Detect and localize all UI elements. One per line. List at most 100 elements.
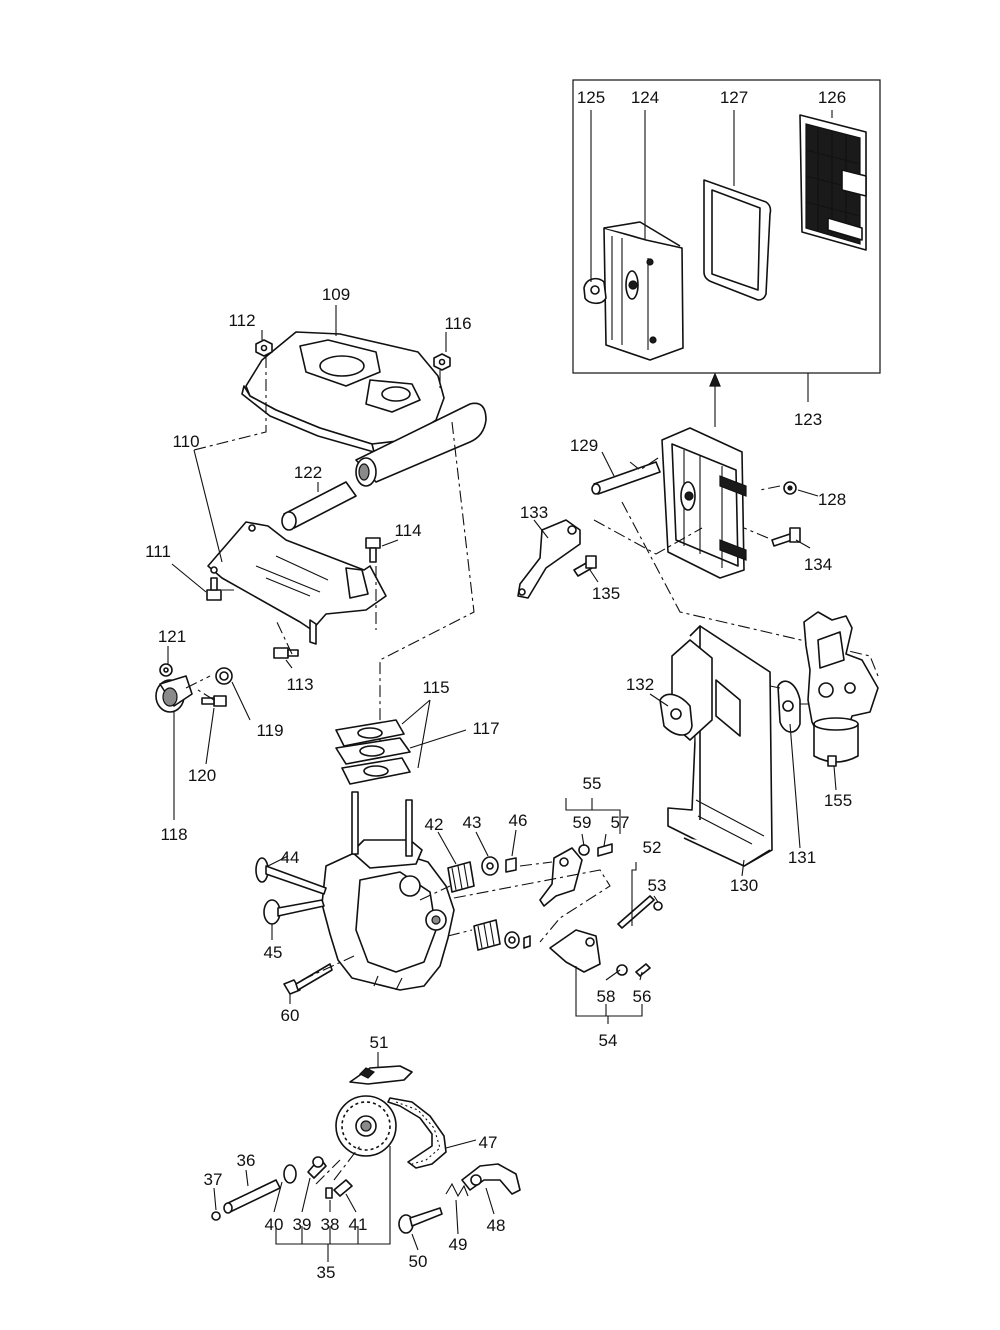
timing-chain-47 [387,1097,447,1169]
label-155: 155 [824,791,852,810]
bolt-50 [398,1207,443,1234]
spring-49 [445,1182,469,1198]
label-135: 135 [592,584,620,603]
valve-spring-upper [447,861,475,893]
label-44: 44 [281,848,300,867]
label-119: 119 [256,721,283,740]
label-48: 48 [487,1216,506,1235]
nut-128 [783,481,797,495]
heat-shield-110 [207,521,387,645]
label-49: 49 [449,1235,468,1254]
label-114: 114 [394,521,421,540]
gasket-115-upper [335,719,405,747]
chain-guide-51 [349,1065,413,1085]
carburetor-155 [803,611,879,767]
label-43: 43 [463,813,482,832]
label-55: 55 [583,774,602,793]
label-57: 57 [611,813,630,832]
nut-112 [255,339,273,357]
label-110: 110 [172,432,199,451]
ring-40 [283,1164,297,1184]
label-51: 51 [370,1033,389,1052]
label-109: 109 [322,285,350,304]
retainer-43 [481,856,520,949]
gasket-117 [335,737,411,765]
label-134: 134 [804,555,832,574]
spark-arrester-118 [155,675,193,713]
label-131: 131 [788,848,816,867]
label-41: 41 [349,1215,368,1234]
label-47: 47 [479,1133,498,1152]
label-129: 129 [570,436,598,455]
label-132: 132 [626,675,654,694]
bolt-60 [283,963,333,995]
label-125: 125 [577,88,605,107]
label-50: 50 [409,1252,428,1271]
label-112: 112 [228,311,255,330]
label-126: 126 [818,88,846,107]
bracket-133 [517,519,581,599]
filter-cover-126 [799,114,867,251]
label-36: 36 [237,1151,256,1170]
gasket-125 [583,277,607,305]
bolt-135 [573,555,597,577]
label-40: 40 [265,1215,284,1234]
gasket-131 [777,680,801,733]
label-123: 123 [794,410,822,429]
label-127: 127 [720,88,748,107]
label-113: 113 [286,675,313,694]
clip-53 [653,901,663,911]
label-133: 133 [520,503,548,522]
insulator-plate-130 [667,625,773,867]
bolt-134 [771,527,801,547]
gasket-119 [215,667,233,685]
bolt-120 [201,695,227,707]
pipe-122 [281,481,357,531]
bolt-113 [273,647,299,659]
label-117: 117 [472,719,499,738]
bolt-114 [365,537,381,563]
washer-37 [211,1211,221,1221]
label-38: 38 [321,1215,340,1234]
label-58: 58 [597,987,616,1006]
valve-spring-lower [473,919,501,951]
label-52: 52 [643,838,662,857]
spring-41 [333,1179,353,1197]
rocker-shaft-52 [617,895,655,929]
filter-element-127 [703,179,772,301]
nut-116 [433,353,451,371]
label-115: 115 [422,678,449,697]
air-filter-assembly [661,427,747,579]
label-120: 120 [188,766,216,785]
label-54: 54 [599,1031,618,1050]
air-filter-housing-124 [603,221,684,361]
label-116: 116 [444,314,471,333]
label-130: 130 [730,876,758,895]
label-39: 39 [293,1215,312,1234]
nut-121 [159,663,173,677]
cylinder-head [321,791,455,991]
gasket-132 [659,693,693,736]
label-124: 124 [631,88,659,107]
cam-shaft-36 [223,1179,281,1214]
gasket-115-lower [341,757,411,785]
label-60: 60 [281,1006,300,1025]
valve-45 [263,899,325,925]
adjust-screw-56 [635,963,651,977]
leader-lines [167,305,837,1262]
label-118: 118 [160,825,187,844]
bolt-111 [206,577,222,601]
label-35: 35 [317,1263,336,1282]
label-59: 59 [573,813,592,832]
label-111: 111 [145,542,171,561]
pin-38 [325,1187,333,1199]
pipe-129 [591,461,661,495]
part-number-labels: 125 124 127 126 123 109 112 116 110 122 … [145,88,852,1282]
air-filter-detail-box [572,79,881,374]
nut-58 [616,964,628,976]
muffler-109 [241,331,487,487]
label-53: 53 [648,876,667,895]
label-45: 45 [264,943,283,962]
label-121: 121 [158,627,186,646]
